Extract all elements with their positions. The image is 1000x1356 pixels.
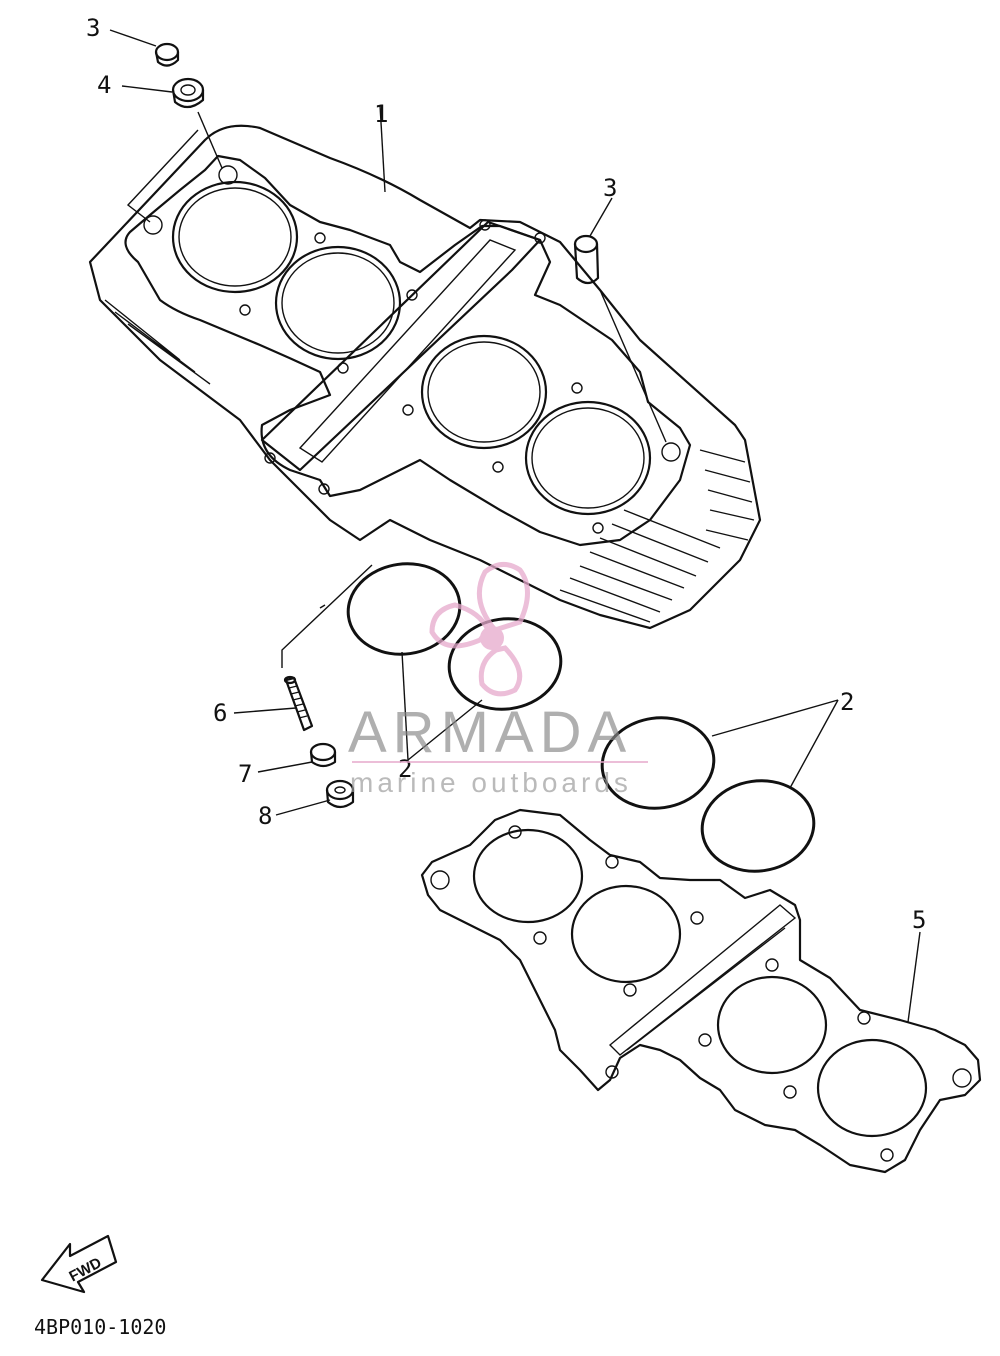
dowel-pin-top (154, 42, 180, 67)
callout-7: 7 (238, 760, 252, 788)
fwd-label: FWD (66, 1254, 104, 1285)
watermark-subtitle: marine outboards (350, 767, 632, 798)
watermark-logo: ARMADA marine outboards (348, 562, 648, 798)
callout-3-top: 3 (86, 14, 100, 42)
cylinder-gasket (420, 808, 982, 1174)
callout-8: 8 (258, 802, 272, 830)
callout-3-right: 3 (603, 174, 617, 202)
propeller-logo-icon (429, 562, 530, 697)
stud-bolt (283, 675, 314, 732)
nut (309, 742, 337, 768)
callout-6: 6 (213, 699, 227, 727)
watermark-title: ARMADA (348, 700, 632, 765)
washer-nut (325, 779, 355, 809)
reference-code: 4BP010-1020 (34, 1315, 166, 1339)
callout-5: 5 (912, 906, 926, 934)
cylinder-block (88, 104, 762, 630)
dowel-pin-right (573, 234, 600, 285)
callout-4: 4 (97, 71, 111, 99)
o-rings (346, 562, 816, 873)
callout-2-right: 2 (840, 688, 854, 716)
callout-1: 1 (374, 100, 388, 128)
forward-arrow-icon: FWD (40, 1234, 118, 1294)
collar-part-4 (171, 77, 205, 109)
